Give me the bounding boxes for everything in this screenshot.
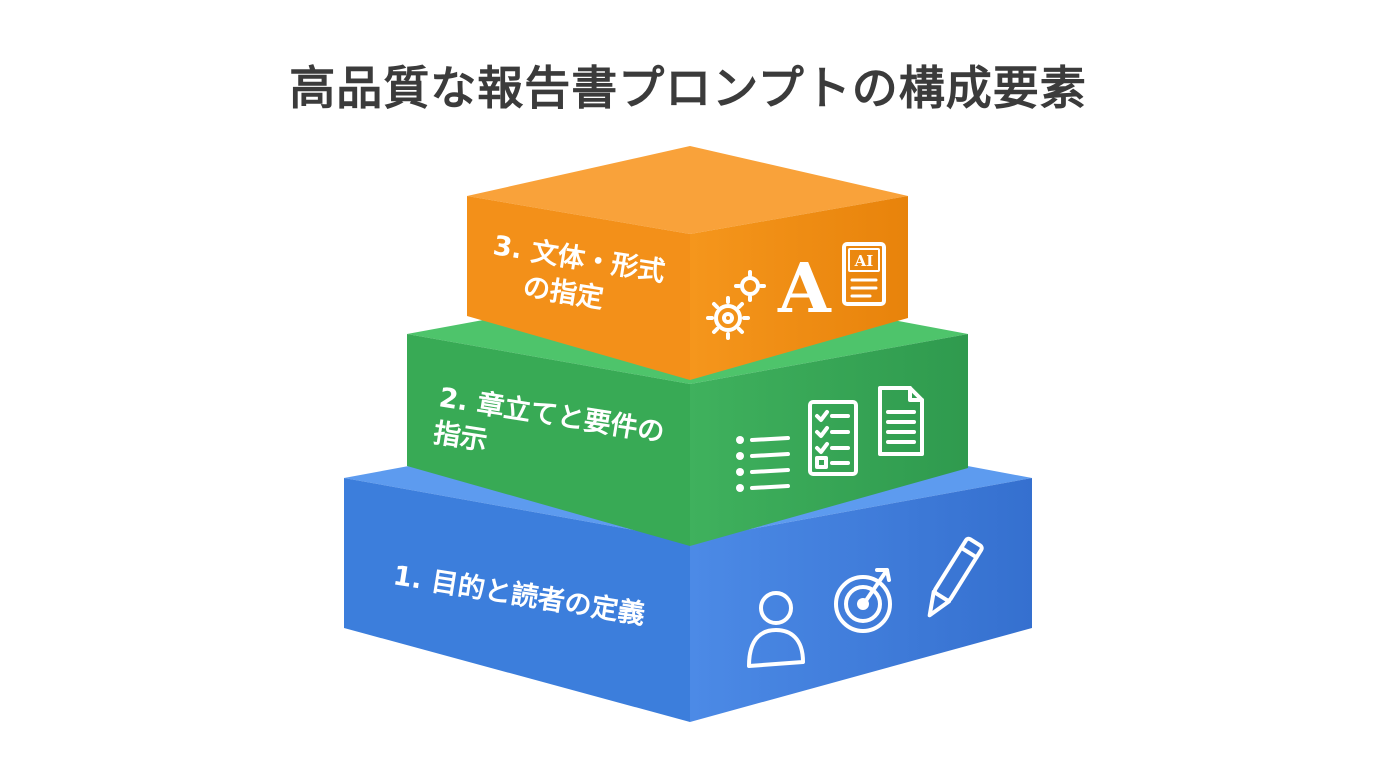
gears-icon [706,270,766,340]
target-icon [834,568,892,633]
layer-1-left-face [344,478,690,722]
ai-document-icon: AI [842,242,886,306]
checklist-icon [808,400,858,476]
page-title: 高品質な報告書プロンプトの構成要素 [289,61,1087,115]
pen-icon [927,536,984,618]
layer-3-left-face [467,196,690,380]
layer-3-top [467,146,908,234]
list-icon [736,436,790,492]
layer-3: 3. 文体・形式 の指定 A [467,146,908,380]
layer-2-left-face [407,334,690,546]
letter-a-icon: A [777,249,832,329]
person-icon [747,591,805,668]
document-icon [878,386,924,456]
svg-text:AI: AI [854,252,874,270]
